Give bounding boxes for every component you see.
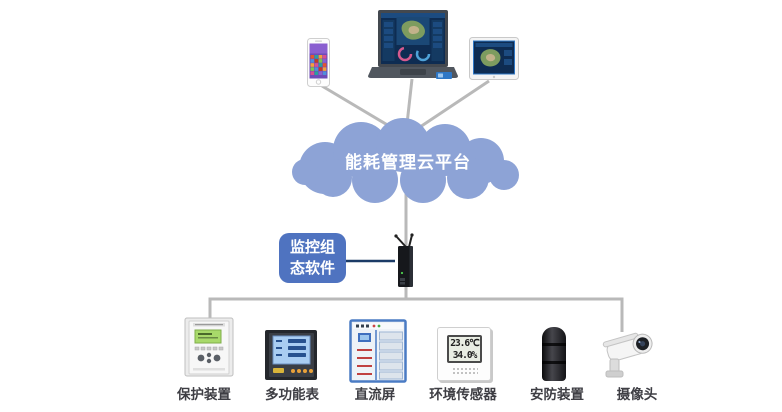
env-sensor-temperature: 23.6℃ bbox=[450, 338, 480, 349]
laptop-icon bbox=[368, 10, 458, 79]
scada-software-box: 监控组 态软件 bbox=[279, 233, 346, 283]
protection-device-icon bbox=[184, 317, 234, 377]
scada-software-line2: 态软件 bbox=[289, 260, 335, 277]
device-label-security: 安防装置 bbox=[530, 387, 584, 402]
cloud-platform-title: 能耗管理云平台 bbox=[345, 153, 471, 172]
cloud-shape bbox=[292, 118, 519, 203]
security-device-icon bbox=[542, 327, 566, 381]
smartphone-icon bbox=[307, 38, 330, 87]
env-sensor-vents bbox=[452, 367, 478, 375]
device-label-meter: 多功能表 bbox=[265, 387, 319, 402]
security-device-band bbox=[542, 343, 566, 346]
monitor-icon bbox=[469, 37, 519, 80]
scada-software-line1: 监控组 bbox=[289, 239, 335, 256]
device-label-dc-panel: 直流屏 bbox=[354, 387, 396, 402]
env-sensor-display: 23.6℃ 34.0% bbox=[447, 335, 482, 363]
device-label-camera: 摄像头 bbox=[616, 387, 658, 402]
gateway-icon bbox=[394, 233, 414, 287]
security-device-band bbox=[542, 361, 566, 364]
power-meter-icon bbox=[265, 330, 317, 380]
env-sensor-icon: 23.6℃ 34.0% bbox=[437, 327, 491, 381]
env-sensor-humidity: 34.0% bbox=[452, 349, 478, 361]
env-sensor-body: 23.6℃ 34.0% bbox=[437, 327, 491, 381]
device-label-protection: 保护装置 bbox=[177, 387, 231, 402]
cctv-camera-icon bbox=[602, 332, 653, 378]
device-label-env-sensor: 环境传感器 bbox=[429, 387, 497, 402]
dc-panel-icon bbox=[349, 319, 407, 383]
